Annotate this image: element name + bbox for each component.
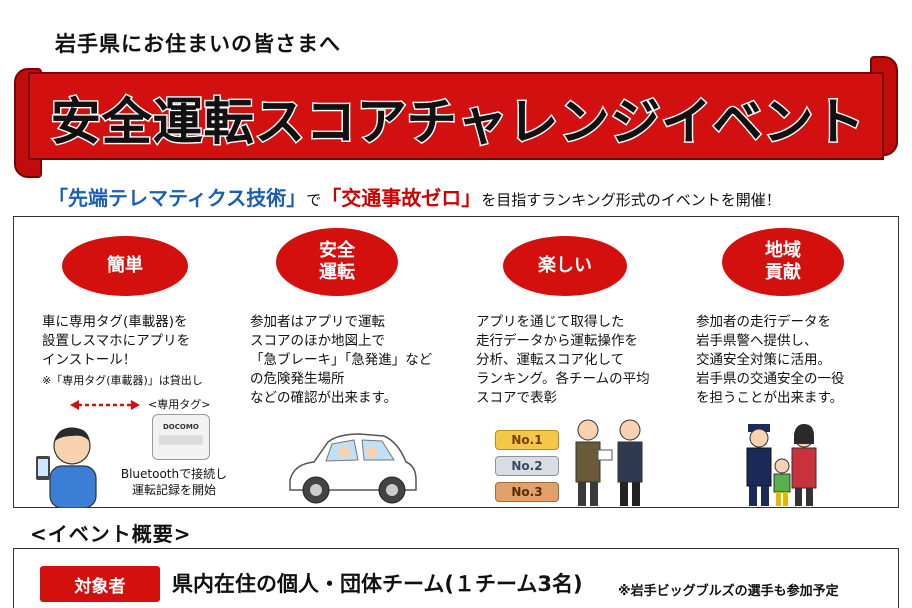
bluetooth-text: Bluetoothで接続し 運転記録を開始 [120,467,228,497]
feature-text-fun: アプリを通じて取得した 走行データから運転操作を 分析、運転スコア化して ランキ… [476,314,650,406]
banner-body: 安全運転スコアチャレンジイベント 安全運転スコアチャレンジイベント [28,72,884,160]
title-banner: 安全運転スコアチャレンジイベント 安全運転スコアチャレンジイベント [0,52,912,192]
overview-box [13,548,899,608]
feature-pill-fun: 楽しい [503,236,627,296]
features-box [13,216,899,508]
feature-pill-safe: 安全 運転 [276,228,398,296]
rank-badge-1: No.1 [495,430,559,450]
greeting-heading: 岩手県にお住まいの皆さまへ [55,32,341,56]
tagline-zero: 「交通事故ゼロ」 [321,186,482,210]
target-note: ※岩手ビッグブルズの選手も参加予定 [618,584,839,599]
person-with-phone-illustration [36,427,97,508]
feature-pill-community: 地域 貢献 [722,228,844,296]
section-title-overview: <イベント概要> [30,522,192,546]
banner-title: 安全運転スコアチャレンジイベント [50,93,866,151]
rank-badge-3: No.3 [495,482,559,502]
device-brand: DOCOMO [163,423,199,431]
tagline-rest: を目指すランキング形式のイベントを開催！ [481,191,781,209]
feature-text-community: 参加者の走行データを 岩手県警へ提供し、 交通安全対策に活用。 岩手県の交通安全… [696,314,845,406]
feature-text-easy: 車に専用タグ(車載器)を 設置しスマホにアプリを インストール！ [42,314,191,368]
tagline-de: で [306,191,322,209]
feature-note-easy: ※「専用タグ(車載器)」は貸出し [42,374,203,387]
car-illustration [289,433,417,504]
award-ceremony-illustration [575,419,643,506]
feature-pill-easy: 簡単 [62,236,188,296]
tagline: 「先端テレマティクス技術」で「交通事故ゼロ」を目指すランキング形式のイベントを開… [48,182,781,211]
police-and-family-illustration [746,424,817,506]
tagline-tech: 「先端テレマティクス技術」 [48,186,307,210]
device-tag-illustration: DOCOMO [152,414,210,460]
banner-title-outline: 安全運転スコアチャレンジイベント [49,92,866,153]
feature-text-safe: 参加者はアプリで運転 スコアのほか地図上で 「急ブレーキ」「急発進」など の危険… [250,314,433,406]
arrow-icon [70,400,140,410]
device-label: <専用タグ> [148,398,211,411]
rank-badge-2: No.2 [495,456,559,476]
target-tag: 対象者 [40,566,160,602]
target-text: 県内在住の個人・団体チーム(１チーム3名) [172,572,583,596]
